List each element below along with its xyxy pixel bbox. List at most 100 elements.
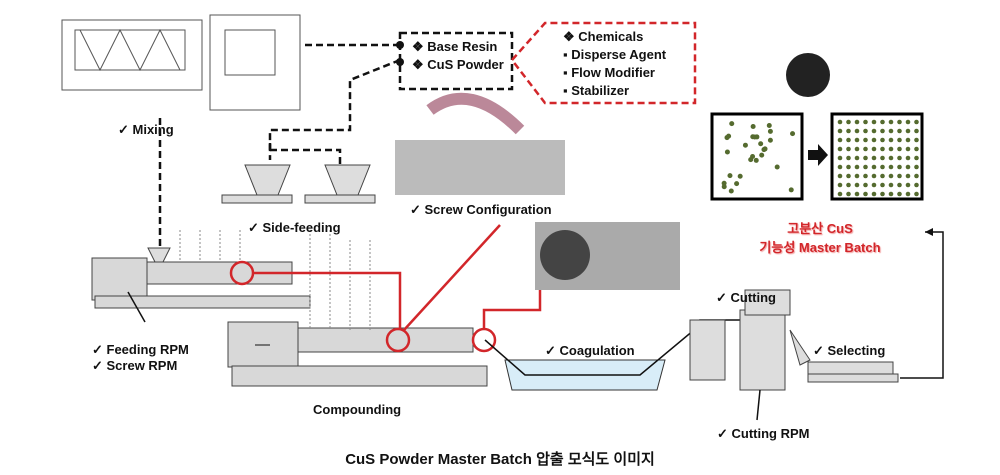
dispersed-particle [888, 182, 894, 188]
dispersed-particle [897, 191, 902, 197]
dispersed-particle [854, 119, 860, 125]
dispersed-particle [897, 119, 902, 125]
dispersed-particle [888, 173, 894, 179]
aggregated-particle [788, 187, 794, 193]
dispersed-particle [905, 173, 911, 179]
aggregated-particle [759, 152, 765, 158]
dispersed-particle [905, 164, 911, 170]
dispersed-particle [863, 191, 868, 197]
arrow-head-icon [925, 228, 933, 236]
aggregated-particle [767, 128, 773, 134]
dispersed-particle [863, 182, 868, 188]
before-dispersion-panel [710, 112, 804, 201]
dispersed-particle [854, 137, 860, 143]
dispersed-particle [914, 128, 919, 134]
dispersed-particle [863, 164, 868, 170]
dispersed-particle [846, 164, 851, 170]
dispersed-particle [846, 173, 851, 179]
dispersed-particle [854, 164, 860, 170]
particles [721, 119, 919, 197]
dispersed-particle [854, 173, 860, 179]
aggregated-particle [753, 157, 759, 163]
dispersed-particle [897, 155, 902, 161]
extruder-1 [91, 257, 311, 309]
label-side-feeding: ✓ Side-feeding [248, 220, 341, 235]
dispersed-particle [897, 137, 902, 143]
dispersed-particle [905, 128, 911, 134]
aggregated-particle [752, 134, 758, 140]
dispersed-particle [905, 155, 911, 161]
dispersed-particle [914, 137, 919, 143]
label-feeding-rpm: ✓ Feeding RPM [92, 342, 189, 357]
additive-flow-modifier: ▪ Flow Modifier [563, 65, 655, 80]
dispersed-particle [905, 191, 911, 197]
dispersed-particle [846, 137, 851, 143]
dispersed-particle [914, 146, 919, 152]
dispersed-particle [880, 164, 885, 170]
additive-stabilizer: ▪ Stabilizer [563, 83, 630, 98]
dispersed-particle [837, 191, 843, 197]
pointer-line [127, 291, 146, 323]
arrow-right-icon [808, 144, 828, 166]
dispersed-particle [837, 155, 843, 161]
dispersed-particle [871, 155, 877, 161]
dispersed-particle [871, 173, 877, 179]
dispersed-particle [846, 191, 851, 197]
dispersed-particle [880, 146, 885, 152]
dispersed-particle [880, 137, 885, 143]
aggregated-particle [726, 133, 732, 139]
red-highlights [229, 224, 542, 353]
dispersed-particle [846, 146, 851, 152]
dispersed-particle [897, 173, 902, 179]
dispersed-particle [880, 155, 885, 161]
dispersed-particle [880, 128, 885, 134]
dispersed-particle [897, 182, 902, 188]
aggregated-particle [750, 123, 756, 129]
extruder-2 [227, 321, 488, 387]
dispersed-particle [863, 119, 868, 125]
additives-box: ❖ Chemicals ▪ Disperse Agent ▪ Flow Modi… [563, 28, 666, 100]
label-mixing: ✓ Mixing [118, 122, 174, 137]
dispersed-particle [854, 182, 860, 188]
connector-dot [396, 58, 404, 66]
dispersed-particle [871, 128, 877, 134]
product-label: 고분산 CuS 기능성 Master Batch [745, 218, 895, 256]
caption: CuS Powder Master Batch 압출 모식도 이미지 [345, 451, 655, 468]
dispersed-particle [846, 128, 851, 134]
additive-chemicals: ❖ Chemicals [563, 29, 644, 44]
dispersed-particle [837, 173, 843, 179]
dispersed-particle [863, 173, 868, 179]
dispersed-particle [905, 137, 911, 143]
dispersed-particle [837, 137, 843, 143]
aggregated-particle [748, 157, 754, 163]
aggregated-particle [734, 181, 740, 187]
dispersed-particle [863, 137, 868, 143]
dispersed-particle [871, 182, 877, 188]
dispersed-particle [854, 128, 860, 134]
product-line-1: 고분산 CuS [787, 221, 853, 236]
material-cus-powder: ❖ CuS Powder [412, 57, 504, 72]
dispersed-particle [871, 119, 877, 125]
label-coagulation: ✓ Coagulation [545, 343, 635, 358]
label-screw-configuration: ✓ Screw Configuration [410, 202, 552, 217]
dispersed-particle [914, 119, 919, 125]
dispersed-particle [914, 191, 919, 197]
dispersed-particle [837, 119, 843, 125]
dispersed-particle [914, 164, 919, 170]
aggregated-particle [724, 149, 730, 155]
aggregated-particle [767, 137, 773, 143]
dispersed-particle [897, 146, 902, 152]
additive-disperse-agent: ▪ Disperse Agent [563, 47, 667, 62]
dispersed-particle [871, 164, 877, 170]
dispersed-particle [837, 164, 843, 170]
dispersed-particle [871, 191, 877, 197]
aggregated-particle [774, 164, 780, 170]
dispersed-particle [846, 155, 851, 161]
dispersed-particle [854, 146, 860, 152]
dispersed-particle [863, 128, 868, 134]
dispersed-particle [888, 164, 894, 170]
aggregated-particle [758, 141, 764, 147]
dispersed-particle [863, 155, 868, 161]
